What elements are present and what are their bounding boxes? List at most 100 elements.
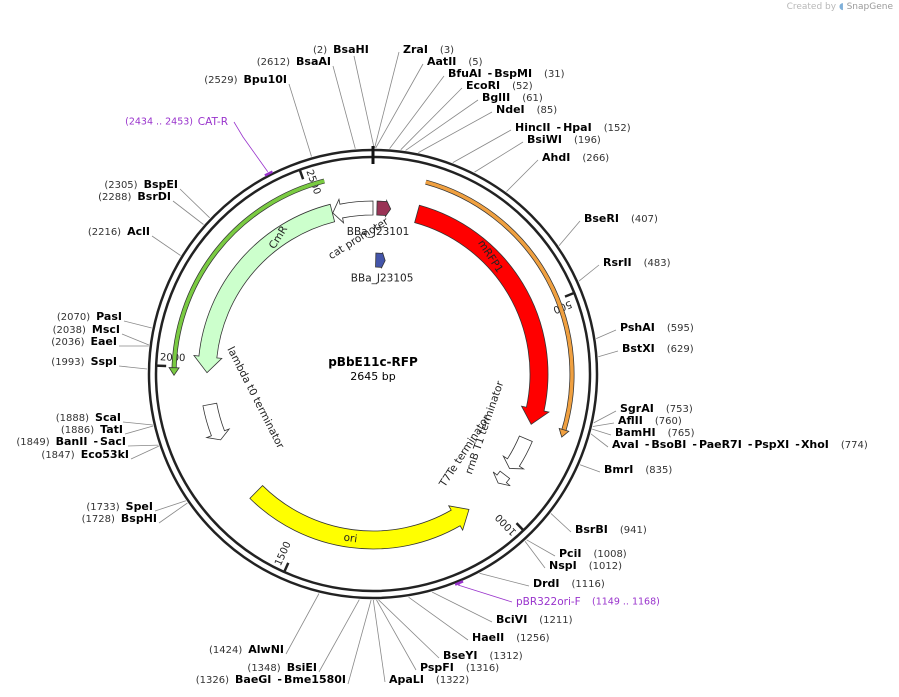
snapgene-logo-icon: ◖ xyxy=(838,2,844,12)
site-position: (1993) xyxy=(51,357,84,368)
site-position: (2216) xyxy=(88,227,121,238)
site-line-bspei xyxy=(179,188,210,219)
site-haeii: HaeII(1256) xyxy=(472,631,550,644)
site-name-group: HaeII(1256) xyxy=(472,631,550,644)
site-position: (2038) xyxy=(53,325,86,336)
site-position: (1886) xyxy=(61,425,94,436)
site-position: (1008) xyxy=(593,549,626,560)
site-name-zrai: ZraI xyxy=(403,43,428,56)
site-name-banii: BanII xyxy=(56,435,88,448)
site-name-group: (2216)AclI xyxy=(88,225,150,238)
site-line-banii xyxy=(127,444,159,447)
site-name-group: (2612)BsaAI xyxy=(257,55,331,68)
site-position: (765) xyxy=(668,428,695,439)
site-apali: ApaLI(1322) xyxy=(389,673,469,686)
site-position: (774) xyxy=(841,440,868,451)
tick-mark-1500 xyxy=(283,562,290,573)
site-name-group: (2070)PasI xyxy=(57,310,122,323)
site-name-group: HincII-HpaI(152) xyxy=(515,121,631,134)
site-line-drdi xyxy=(479,572,530,587)
site-name-group: (1847)Eco53kI xyxy=(41,448,129,461)
site-position: (1888) xyxy=(56,413,89,424)
site-bspei: (2305)BspEI xyxy=(104,178,178,191)
site-eco53ki: (1847)Eco53kI xyxy=(41,448,129,461)
site-name-group: AvaI-BsoBI-PaeR7I-PspXI-XhoI(774) xyxy=(612,438,868,451)
site-line-bfuai xyxy=(389,75,445,149)
site-name-bspmi: BspMI xyxy=(494,67,532,80)
primer-label-cat-r: CAT-R xyxy=(198,116,228,128)
site-position: (1012) xyxy=(589,561,622,572)
site-ecori: EcoRI(52) xyxy=(466,79,533,92)
site-name-group: (1424)AlwNI xyxy=(209,643,284,656)
site-name-group: BsrBI(941) xyxy=(575,523,647,536)
site-aatii: AatII(5) xyxy=(427,55,483,68)
site-name-group: (1728)BspHI xyxy=(82,512,157,525)
site-name-bsiwi: BsiWI xyxy=(527,133,562,146)
site-drdi: DrdI(1116) xyxy=(533,577,605,590)
site-line-ndei xyxy=(418,111,493,153)
site-name-apali: ApaLI xyxy=(389,673,424,686)
plasmid-name: pBbE11c-RFP xyxy=(328,355,418,369)
site-name-drdi: DrdI xyxy=(533,577,560,590)
primer-pbr322ori-f-line xyxy=(457,584,513,603)
site-position: (2612) xyxy=(257,57,290,68)
site-scai: (1888)ScaI xyxy=(56,411,121,424)
site-separator: - xyxy=(748,438,753,451)
site-bstxi: BstXI(629) xyxy=(622,342,694,355)
tick-label-1000: 1000 xyxy=(494,511,520,537)
feature-bba-j23105 xyxy=(375,252,386,269)
site-name-group: ApaLI(1322) xyxy=(389,673,469,686)
site-name-bfuai: BfuAI xyxy=(448,67,482,80)
site-line-avai xyxy=(590,433,609,448)
site-name-eaei: EaeI xyxy=(91,335,118,348)
site-name-avai: AvaI xyxy=(612,438,639,451)
site-line-bsahi xyxy=(353,55,375,149)
site-line-pcii xyxy=(526,539,556,557)
site-position: (835) xyxy=(645,465,672,476)
site-name-pspxi: PspXI xyxy=(754,438,789,451)
feature-label-bba-j23101: BBa_J23101 xyxy=(347,226,410,238)
site-name-hincii: HincII xyxy=(515,121,551,134)
site-bsaai: (2612)BsaAI xyxy=(257,55,331,68)
site-spei: (1733)SpeI xyxy=(86,500,153,513)
primers: CAT-R(2434 .. 2453)pBR322ori-F(1149 .. 1… xyxy=(125,116,660,608)
site-position: (2529) xyxy=(204,75,237,86)
feature-rrnb-t1-terminator xyxy=(502,435,533,470)
site-position: (1424) xyxy=(209,645,242,656)
site-position: (2288) xyxy=(98,192,131,203)
site-position: (1256) xyxy=(516,633,549,644)
primer-pbr322ori-f-mark xyxy=(454,580,464,586)
site-separator: - xyxy=(93,435,98,448)
CmR-orf-arc xyxy=(172,179,325,373)
site-name-group: (2)BsaHI xyxy=(313,43,369,56)
primer-range-cat-r: (2434 .. 2453) xyxy=(125,117,193,128)
site-name-sgrai: SgrAI xyxy=(620,402,654,415)
site-rsrii: RsrII(483) xyxy=(603,256,671,269)
site-name-group: (1733)SpeI xyxy=(86,500,153,513)
site-aflii: AflII(760) xyxy=(618,414,682,427)
site-bsrbi: BsrBI(941) xyxy=(575,523,647,536)
site-line-bsiei xyxy=(318,599,360,673)
site-baegi: (1326)BaeGI-Bme1580I xyxy=(196,673,346,686)
site-line-bcivi xyxy=(432,591,493,623)
site-name-group: BmrI(835) xyxy=(604,463,672,476)
site-position: (629) xyxy=(667,344,694,355)
site-zrai: ZraI(3) xyxy=(403,43,454,56)
site-ahdi: AhdI(266) xyxy=(542,151,609,164)
site-separator: - xyxy=(557,121,562,134)
site-line-bsphi xyxy=(158,502,188,524)
tick-mark-500 xyxy=(564,291,575,298)
site-line-bglii xyxy=(405,99,479,151)
tick-mark-1000 xyxy=(515,522,525,532)
site-name-group: PciI(1008) xyxy=(559,547,627,560)
site-name-group: (2288)BsrDI xyxy=(98,190,171,203)
site-line-bsrdi xyxy=(172,200,204,225)
site-name-group: (1849)BanII-SacI xyxy=(16,435,126,448)
site-line-bseyi xyxy=(378,599,440,659)
site-name-group: (1348)BsiEI xyxy=(247,661,317,674)
site-name-group: BciVI(1211) xyxy=(496,613,573,626)
site-bcivi: BciVI(1211) xyxy=(496,613,573,626)
site-position: (1312) xyxy=(489,651,522,662)
site-name-group: (1993)SspI xyxy=(51,355,117,368)
site-line-hincii xyxy=(452,129,512,163)
